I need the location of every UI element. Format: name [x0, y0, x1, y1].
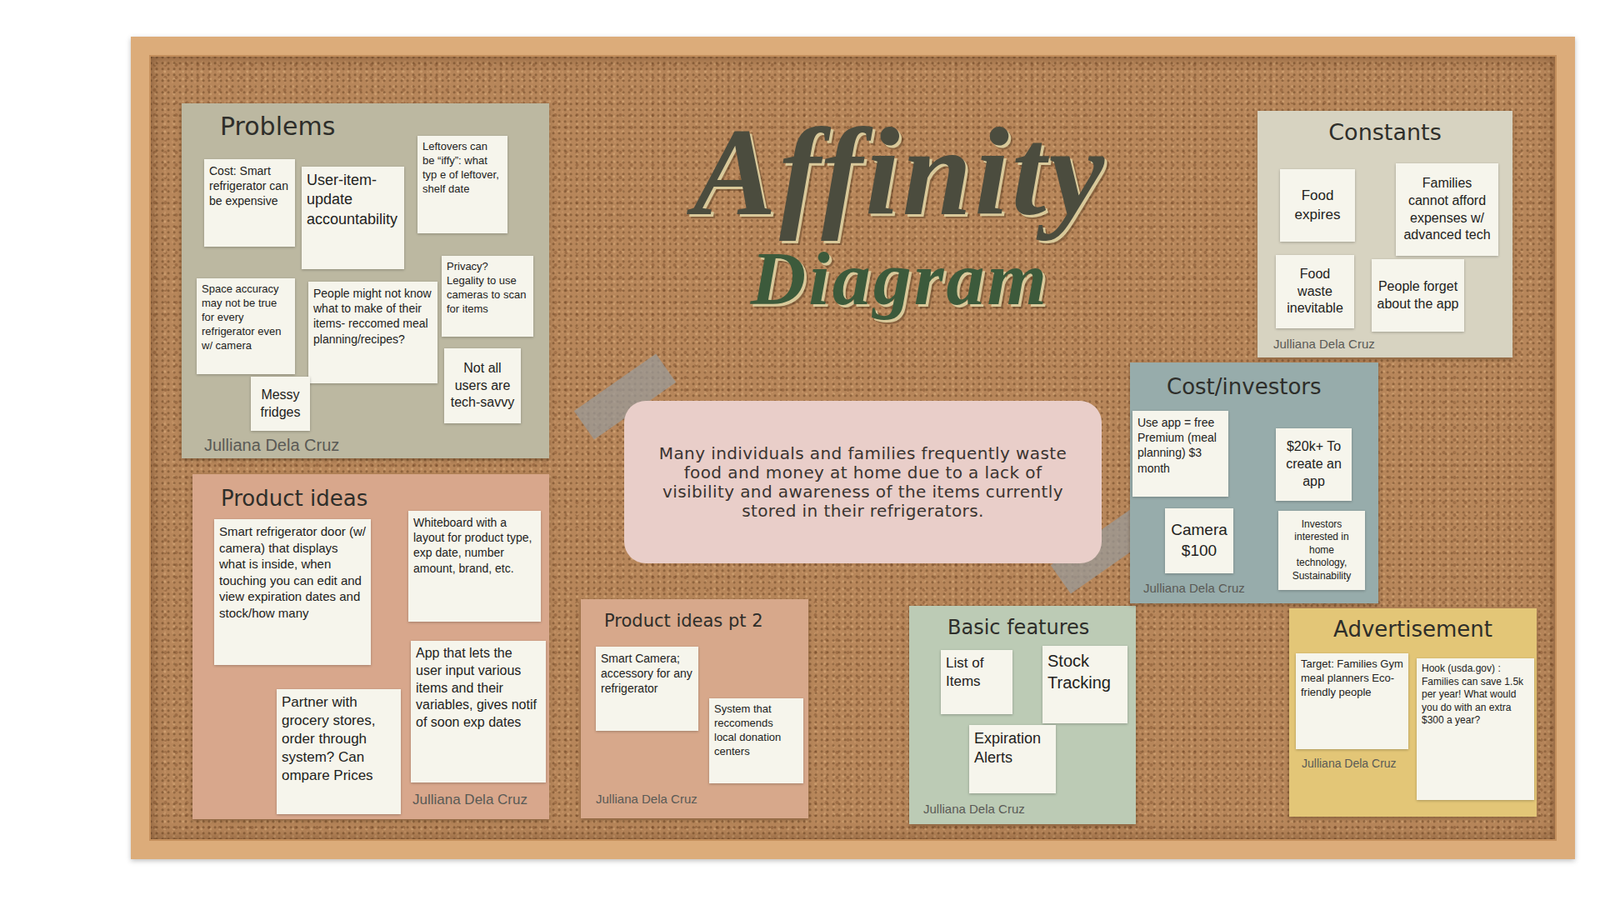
note-text: Privacy? Legality to use cameras to scan… [446, 260, 529, 317]
sticky-note: $20k+ To create an app [1275, 428, 1352, 501]
sticky-note: Space accuracy may not be true for every… [196, 278, 295, 375]
sticky-note: Camera $100 [1165, 508, 1234, 574]
sticky-note: People might not know what to make of th… [308, 281, 438, 384]
note-text: Space accuracy may not be true for every… [201, 282, 290, 353]
group-heading: Advertisement [1289, 616, 1537, 643]
author-watermark: Julliana Dela Cruz [1301, 756, 1397, 771]
note-text: Whiteboard with a layout for product typ… [413, 515, 536, 576]
sticky-note: Families cannot afford expenses w/ advan… [1395, 163, 1499, 256]
sticky-note: Privacy? Legality to use cameras to scan… [441, 255, 534, 337]
note-text: Stock Tracking [1047, 650, 1123, 694]
note-text: Not all users are tech-savvy [449, 360, 516, 412]
group-panel: Product ideasSmart refrigerator door (w/… [192, 474, 550, 820]
statement-text: Many individuals and families frequently… [652, 444, 1074, 521]
group-panel: AdvertisementTarget: Families Gym meal p… [1289, 608, 1537, 817]
group-panel: Basic featuresList of Items Stock Trackin… [909, 605, 1136, 825]
note-text: Smart Camera; accessory for any refriger… [600, 650, 694, 697]
sticky-note: System that reccomends local donation ce… [709, 698, 804, 784]
group-heading: Product ideas pt 2 [604, 610, 764, 632]
author-watermark: Julliana Dela Cruz [204, 435, 340, 455]
note-text: List of Items [945, 654, 1008, 691]
note-text: Camera $100 [1170, 520, 1229, 561]
group-heading: Product ideas [220, 485, 368, 512]
note-text: Food expires [1285, 186, 1350, 224]
group-heading: Basic features [947, 615, 1090, 640]
sticky-note: People forget about the app [1371, 259, 1465, 332]
group-heading: Constants [1257, 119, 1513, 146]
group-heading: Cost/investors [1166, 374, 1322, 400]
note-text: User-item-update accountability [306, 170, 400, 230]
sticky-note: Messy fridges [250, 376, 310, 431]
note-text: Cost: Smart refrigerator can be expensiv… [209, 163, 290, 210]
note-text: System that reccomends local donation ce… [714, 702, 799, 760]
sticky-note: Smart Camera; accessory for any refriger… [595, 646, 699, 731]
author-watermark: Julliana Dela Cruz [595, 791, 698, 807]
group-panel: ProblemsCost: Smart refrigerator can be … [181, 103, 550, 459]
group-panel: Cost/investorsUse app = free Premium (me… [1130, 362, 1379, 604]
sticky-note: Stock Tracking [1042, 645, 1128, 724]
group-heading: Problems [220, 111, 335, 142]
note-text: Target: Families Gym meal planners Eco-f… [1300, 657, 1404, 700]
sticky-note: Use app = free Premium (meal planning) $… [1132, 410, 1229, 497]
note-text: Food waste inevitable [1280, 265, 1350, 318]
sticky-note: Investors interested in home technology,… [1278, 510, 1365, 590]
note-text: App that lets the user input various ite… [415, 645, 541, 732]
sticky-note: List of Items [940, 650, 1013, 715]
sticky-note: User-item-update accountability [301, 166, 405, 270]
note-text: Hook (usda.gov) : Families can save 1.5k… [1421, 662, 1530, 728]
author-watermark: Julliana Dela Cruz [1143, 580, 1245, 596]
sticky-note: Food waste inevitable [1275, 255, 1355, 329]
sticky-note: Food expires [1280, 169, 1355, 242]
note-text: Families cannot afford expenses w/ advan… [1400, 175, 1494, 245]
sticky-note: Partner with grocery stores, order throu… [276, 689, 401, 815]
group-panel: ConstantsFood expires Families cannot aff… [1257, 110, 1513, 358]
sticky-note: Whiteboard with a layout for product typ… [408, 510, 541, 622]
author-watermark: Julliana Dela Cruz [412, 791, 528, 809]
sticky-note: App that lets the user input various ite… [410, 640, 546, 783]
problem-statement: Many individuals and families frequently… [624, 400, 1102, 564]
note-text: $20k+ To create an app [1280, 438, 1347, 490]
note-text: Smart refrigerator door (w/ camera) that… [219, 523, 366, 621]
note-text: Expiration Alerts [974, 729, 1051, 769]
sticky-note: Not all users are tech-savvy [444, 348, 521, 424]
note-text: People might not know what to make of th… [313, 285, 433, 347]
note-text: Leftovers can be “iffy”: what typ e of l… [422, 140, 503, 197]
note-text: Use app = free Premium (meal planning) $… [1137, 415, 1224, 476]
diagram-title: Affinity Diagram [612, 106, 1188, 319]
sticky-note: Target: Families Gym meal planners Eco-f… [1295, 653, 1409, 750]
sticky-note: Cost: Smart refrigerator can be expensiv… [204, 159, 295, 247]
group-panel: Product ideas pt 2 Smart Camera; accessor… [580, 599, 809, 819]
sticky-note: Smart refrigerator door (w/ camera) that… [214, 519, 371, 665]
author-watermark: Julliana Dela Cruz [1273, 336, 1375, 352]
sticky-note: Hook (usda.gov) : Families can save 1.5k… [1416, 658, 1535, 800]
sticky-note: Expiration Alerts [969, 725, 1056, 794]
note-text: Messy fridges [255, 386, 305, 422]
author-watermark: Julliana Dela Cruz [923, 801, 1025, 817]
sticky-note: Leftovers can be “iffy”: what typ e of l… [417, 135, 508, 234]
note-text: People forget about the app [1376, 278, 1460, 314]
note-text: Partner with grocery stores, order throu… [281, 693, 396, 785]
note-text: Investors interested in home technology,… [1283, 518, 1360, 584]
